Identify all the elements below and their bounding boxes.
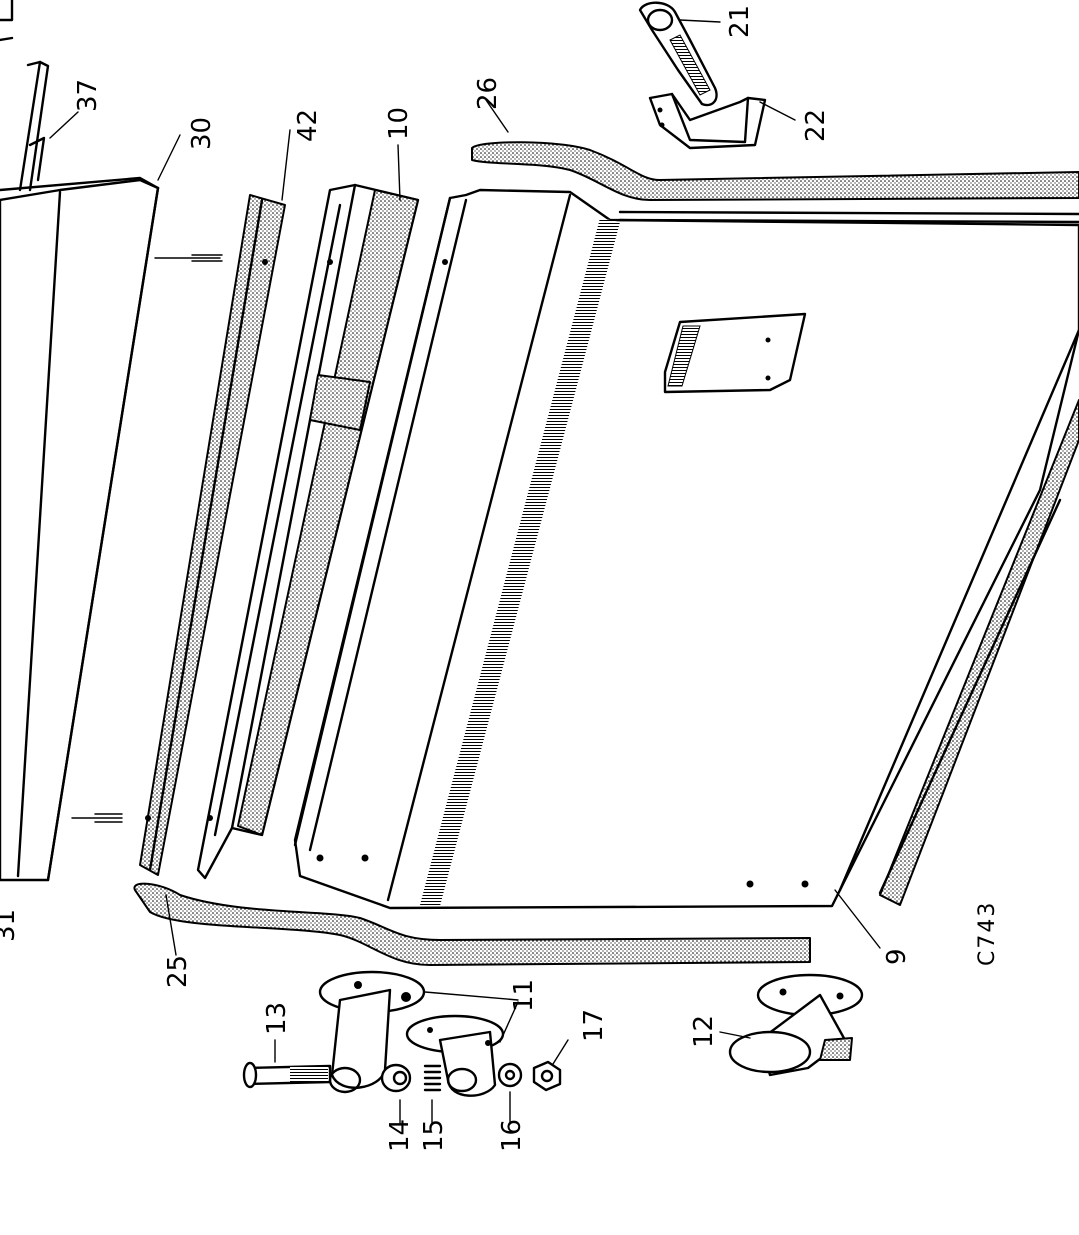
spring-washer-15 — [423, 1064, 442, 1092]
hinge-12 — [728, 973, 864, 1077]
seal-25 — [133, 882, 811, 966]
handle-21 — [638, 1, 718, 107]
bolt-13 — [242, 1061, 332, 1089]
callout-16: 16 — [497, 1119, 527, 1152]
side-strip-right — [878, 399, 1079, 906]
nut-17 — [532, 1060, 562, 1092]
callout-14: 14 — [385, 1119, 415, 1152]
callout-11: 11 — [509, 979, 539, 1012]
callout-42: 42 — [293, 109, 323, 142]
callout-30: 30 — [187, 117, 217, 150]
callout-37: 37 — [73, 79, 103, 112]
leader-lines — [49, 19, 881, 1125]
strip-42 — [139, 194, 286, 876]
panel-30 — [0, 178, 223, 882]
reference-code: C743 — [975, 901, 1000, 966]
callout-13: 13 — [262, 1002, 292, 1035]
callout-15: 15 — [419, 1119, 449, 1152]
callout-26: 26 — [473, 77, 503, 110]
callout-21: 21 — [725, 5, 755, 38]
hinge-11 — [318, 970, 505, 1097]
callout-10: 10 — [384, 107, 414, 140]
seal-26 — [471, 141, 1079, 224]
callout-labels: 9 10 11 12 13 14 15 16 17 21 22 25 26 30… — [0, 5, 1000, 1152]
callout-12: 12 — [689, 1015, 719, 1048]
callout-25: 25 — [163, 955, 193, 988]
callout-17: 17 — [579, 1009, 609, 1042]
callout-9: 9 — [882, 948, 912, 965]
spacer-14 — [380, 1063, 412, 1093]
channel-10 — [196, 183, 420, 880]
bracket-22 — [648, 92, 767, 150]
callout-31: 31 — [0, 909, 21, 942]
main-panel-9 — [293, 188, 1079, 910]
callout-22: 22 — [801, 109, 831, 142]
washer-16 — [497, 1062, 523, 1088]
